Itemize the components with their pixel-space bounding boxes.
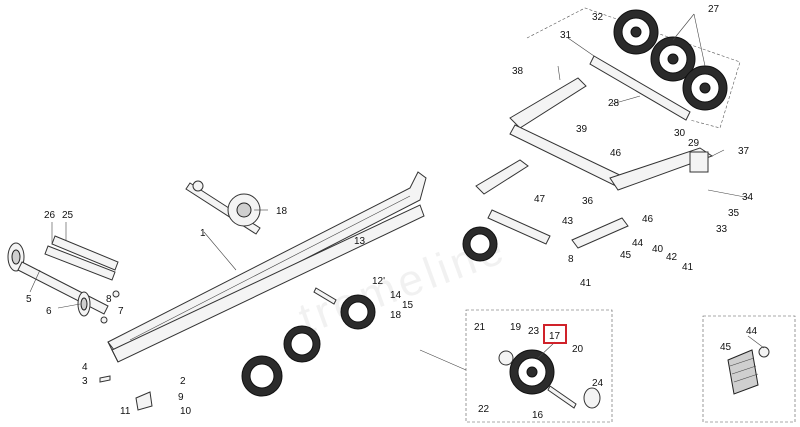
callout-4: 4: [82, 362, 88, 373]
lower-wheels: [241, 226, 498, 397]
callout-18-lower: 18: [390, 310, 402, 321]
callout-9: 9: [178, 392, 184, 403]
callout-44-main: 44: [632, 238, 644, 249]
slide-rail: [107, 171, 427, 363]
callout-45-inset: 45: [720, 342, 732, 353]
callout-7: 7: [118, 306, 124, 317]
callout-36: 36: [582, 196, 594, 207]
inset-spring: [727, 346, 770, 395]
callout-19: 19: [510, 322, 522, 333]
rear-idler-axle-assembly: [7, 235, 119, 317]
callout-11: 11: [120, 406, 131, 417]
callout-31: 31: [560, 30, 572, 41]
callout-40: 40: [652, 244, 664, 255]
callout-24: 24: [592, 378, 604, 389]
callout-26: 26: [44, 210, 56, 221]
callout-39: 39: [576, 124, 588, 135]
part-17-highlight-box: [543, 324, 567, 344]
hardware-bolts: [99, 287, 337, 411]
callout-17: 17: [549, 331, 561, 342]
upper-idler-wheels: [613, 9, 728, 111]
callout-18-upper: 18: [276, 206, 288, 217]
spring-detail-inset-frame: [702, 315, 796, 423]
callout-6: 6: [46, 306, 52, 317]
callout-32: 32: [592, 12, 604, 23]
callout-15: 15: [402, 300, 414, 311]
callout-10: 10: [180, 406, 192, 417]
inset-wheel: [498, 349, 601, 409]
callout-13: 13: [354, 236, 366, 247]
callout-20: 20: [572, 344, 584, 355]
rear-axle-shaft: [589, 55, 691, 121]
callout-3: 3: [82, 376, 88, 387]
callout-21: 21: [474, 322, 486, 333]
callout-1: 1: [200, 228, 206, 239]
callout-34: 34: [742, 192, 754, 203]
callout-41-mid: 41: [580, 278, 592, 289]
callout-45-main: 45: [620, 250, 632, 261]
callout-47: 47: [534, 194, 546, 205]
callout-8-left: 8: [106, 294, 112, 305]
rear-shock-spring: [475, 159, 629, 249]
wheel-detail-inset-frame: [465, 309, 613, 423]
callout-38: 38: [512, 66, 524, 77]
callout-33: 33: [716, 224, 728, 235]
callout-22: 22: [478, 404, 490, 415]
torque-arm-rod: [487, 209, 551, 245]
leader-lines: [29, 13, 765, 371]
callout-46-lower: 46: [642, 214, 654, 225]
callout-2: 2: [180, 376, 186, 387]
callout-41-right: 41: [682, 262, 694, 273]
callout-46-upper: 46: [610, 148, 622, 159]
callout-43: 43: [562, 216, 574, 227]
front-shock-assembly: [185, 180, 261, 235]
callout-5: 5: [26, 294, 32, 305]
callout-14: 14: [390, 290, 402, 301]
callout-8-right: 8: [568, 254, 574, 265]
callout-23: 23: [528, 326, 540, 337]
callout-44-inset: 44: [746, 326, 758, 337]
callout-25: 25: [62, 210, 74, 221]
callout-37: 37: [738, 146, 750, 157]
callout-16: 16: [532, 410, 544, 421]
callout-29: 29: [688, 138, 700, 149]
callout-28: 28: [608, 98, 620, 109]
callout-42: 42: [666, 252, 678, 263]
callout-35: 35: [728, 208, 740, 219]
rear-arm-assembly: [509, 77, 714, 191]
callout-30: 30: [674, 128, 686, 139]
callout-labels: 32 27 31 38 28 30 29 39 37 46 34 36 35 4…: [26, 4, 758, 421]
callout-12: 12': [372, 276, 385, 287]
callout-27: 27: [708, 4, 720, 15]
